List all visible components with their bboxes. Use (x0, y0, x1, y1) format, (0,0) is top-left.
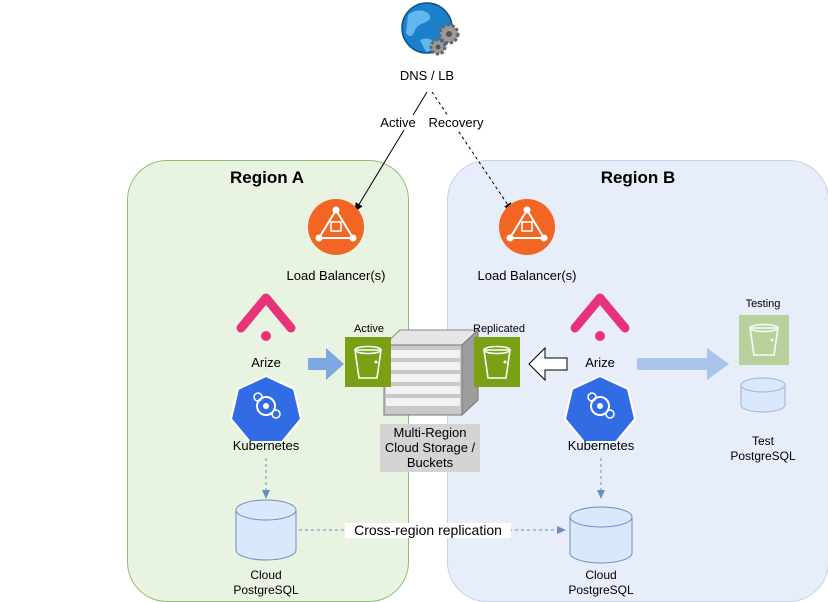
testing-label: Testing (745, 298, 781, 310)
arize-a-label: Arize (251, 355, 281, 370)
kubernetes-a-label: Kubernetes (232, 438, 300, 453)
active-link-label: Active (373, 115, 423, 130)
cloud-postgresql-a-label: Cloud PostgreSQL (226, 568, 306, 598)
test-postgresql-label: Test PostgreSQL (723, 434, 803, 464)
test-postgresql-icon (740, 377, 786, 413)
storage-line-3: Buckets (406, 455, 454, 470)
multi-region-storage-icon (382, 328, 480, 417)
replicated-bucket-icon (474, 337, 520, 387)
load-balancer-a-label: Load Balancer(s) (286, 268, 386, 283)
recovery-link-label: Recovery (425, 115, 487, 130)
load-balancer-b-icon (499, 199, 555, 255)
active-route-arrow (354, 91, 428, 212)
storage-line-1: Multi-Region (393, 425, 467, 440)
test-db-line-2: PostgreSQL (730, 449, 796, 463)
replicated-bucket-label: Replicated (473, 323, 525, 335)
cloud-postgresql-b-icon (569, 506, 633, 564)
dns-globe-icon (401, 2, 460, 56)
testing-bucket-icon (739, 315, 789, 365)
db-b-line-1: Cloud (585, 568, 617, 582)
db-a-line-2: PostgreSQL (233, 583, 299, 597)
kubernetes-a-icon (229, 374, 303, 443)
cloud-postgresql-b-label: Cloud PostgreSQL (561, 568, 641, 598)
load-balancer-b-label: Load Balancer(s) (477, 268, 577, 283)
arize-a-to-bucket-arrow (308, 348, 344, 380)
dns-label: DNS / LB (399, 68, 455, 83)
load-balancer-a-icon (308, 199, 364, 255)
db-a-line-1: Cloud (250, 568, 282, 582)
arize-b-to-testing-arrow (637, 348, 729, 380)
arize-b-logo (570, 293, 630, 341)
kubernetes-b-label: Kubernetes (567, 438, 635, 453)
storage-line-2: Cloud Storage / (384, 440, 476, 455)
recovery-route-arrow (431, 91, 513, 212)
region-b-title: Region B (600, 168, 676, 187)
arize-a-logo (236, 293, 296, 341)
kubernetes-b-icon (563, 374, 637, 443)
cross-region-replication-label: Cross-region replication (345, 523, 511, 538)
active-bucket-label: Active (354, 323, 384, 335)
active-bucket-icon (345, 337, 391, 387)
region-a-title: Region A (230, 168, 304, 187)
arize-b-label: Arize (585, 355, 615, 370)
cloud-postgresql-a-icon (235, 499, 297, 561)
db-b-line-2: PostgreSQL (568, 583, 634, 597)
multi-region-storage-label: Multi-Region Cloud Storage / Buckets (380, 424, 480, 472)
arize-b-to-bucket-arrow (528, 346, 568, 382)
test-db-line-1: Test (751, 434, 774, 448)
